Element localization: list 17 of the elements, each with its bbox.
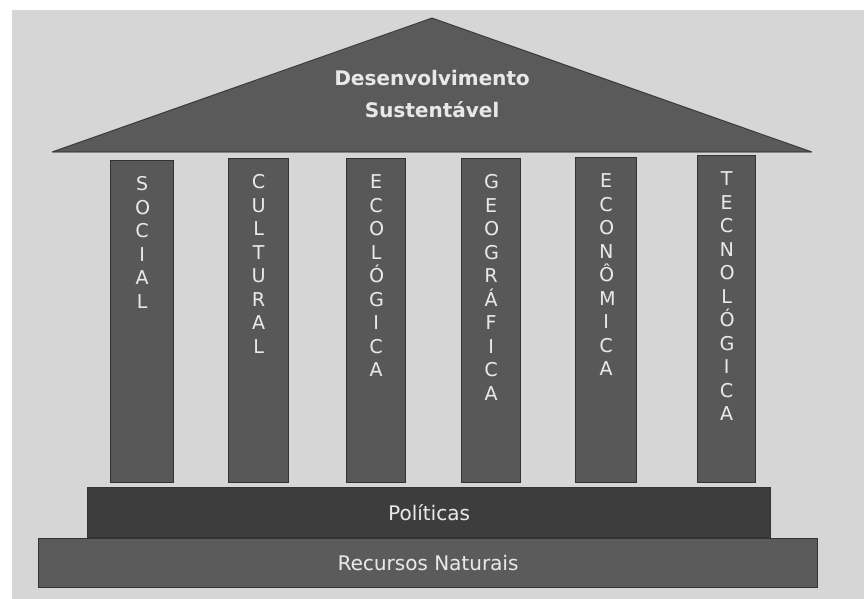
pillar (697, 155, 756, 483)
pillar-label: ECOLÓGICA (369, 171, 383, 382)
pillar (346, 158, 406, 483)
pillar (228, 158, 289, 483)
pillar-label: TECNOLÓGICA (720, 168, 734, 426)
base-label: Recursos Naturais (338, 551, 518, 575)
pillar (575, 157, 637, 483)
pillar-label: SOCIAL (135, 173, 149, 314)
base-label: Políticas (388, 500, 470, 524)
base-band (87, 487, 771, 538)
pillar (461, 158, 521, 483)
pillar (110, 160, 174, 483)
roof-title: Desenvolvimento Sustentável (333, 65, 531, 124)
pillar-label: CULTURAL (252, 171, 266, 359)
pillar-label: GEOGRÁFICA (484, 171, 498, 406)
base-band (38, 538, 818, 588)
pillar-label: ECONÔMICA (599, 170, 613, 382)
